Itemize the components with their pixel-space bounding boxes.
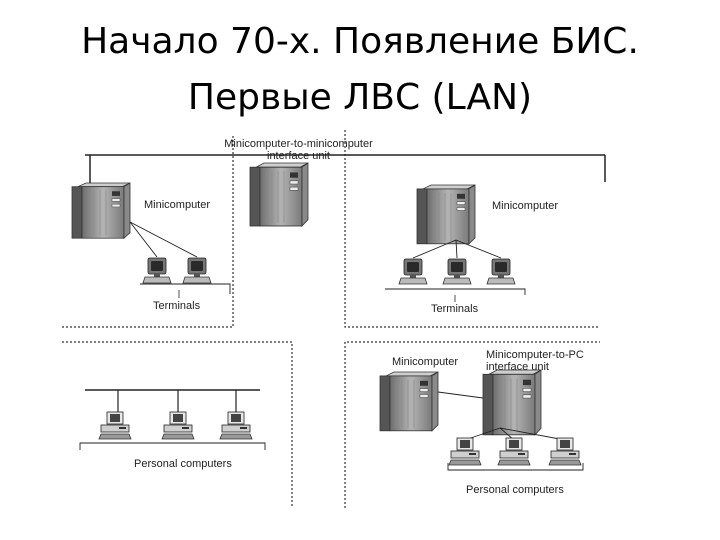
interface-unit-pc-label: Minicomputer-to-PC interface unit — [486, 349, 584, 373]
slide-title-line2: Первые ЛВС (LAN) — [187, 77, 533, 118]
personal-computer-icon — [448, 437, 482, 466]
interface-unit-top-label-line2: interface unit — [267, 150, 330, 162]
personal-computers-left-label: Personal computers — [134, 458, 232, 470]
personal-computer-icon — [548, 437, 582, 466]
separator-top-right — [344, 130, 600, 328]
terminal-icon — [182, 257, 212, 284]
minicomputer-bottom-icon — [379, 371, 439, 432]
interface-unit-top-icon — [249, 162, 309, 227]
interface-unit-pc-icon — [482, 369, 542, 436]
minicomputer-left-label: Minicomputer — [144, 199, 211, 211]
slide-title-line1: Начало 70-х. Появление БИС. — [81, 21, 639, 62]
terminals-right-label: Terminals — [431, 303, 479, 315]
personal-computer-icon — [161, 411, 195, 440]
minicomputer-bottom-label: Minicomputer — [392, 356, 459, 368]
minicomputer-right-label: Minicomputer — [492, 200, 559, 212]
personal-computer-icon — [219, 411, 253, 440]
interface-unit-pc-label-line2: interface unit — [486, 361, 549, 373]
separator-bottom-left — [62, 341, 293, 508]
personal-computer-icon — [497, 437, 531, 466]
terminal-icon — [142, 257, 172, 284]
interface-unit-top-label-line1: Minicomputer-to-minicomputer — [224, 138, 373, 150]
interface-unit-top-label: Minicomputer-to-minicomputer interface u… — [211, 138, 386, 162]
interface-unit-pc-label-line1: Minicomputer-to-PC — [486, 349, 584, 361]
terminals-left-label: Terminals — [153, 300, 201, 312]
minicomputer-left-icon — [71, 182, 131, 239]
terminal-icon — [442, 258, 472, 285]
terminal-icon — [486, 258, 516, 285]
terminal-icon — [398, 258, 428, 285]
separator-bottom-right — [344, 341, 600, 508]
personal-computer-icon — [98, 411, 132, 440]
personal-computers-right-label: Personal computers — [466, 484, 564, 496]
minicomputer-right-icon — [416, 184, 476, 245]
separator-top-left — [62, 135, 234, 328]
